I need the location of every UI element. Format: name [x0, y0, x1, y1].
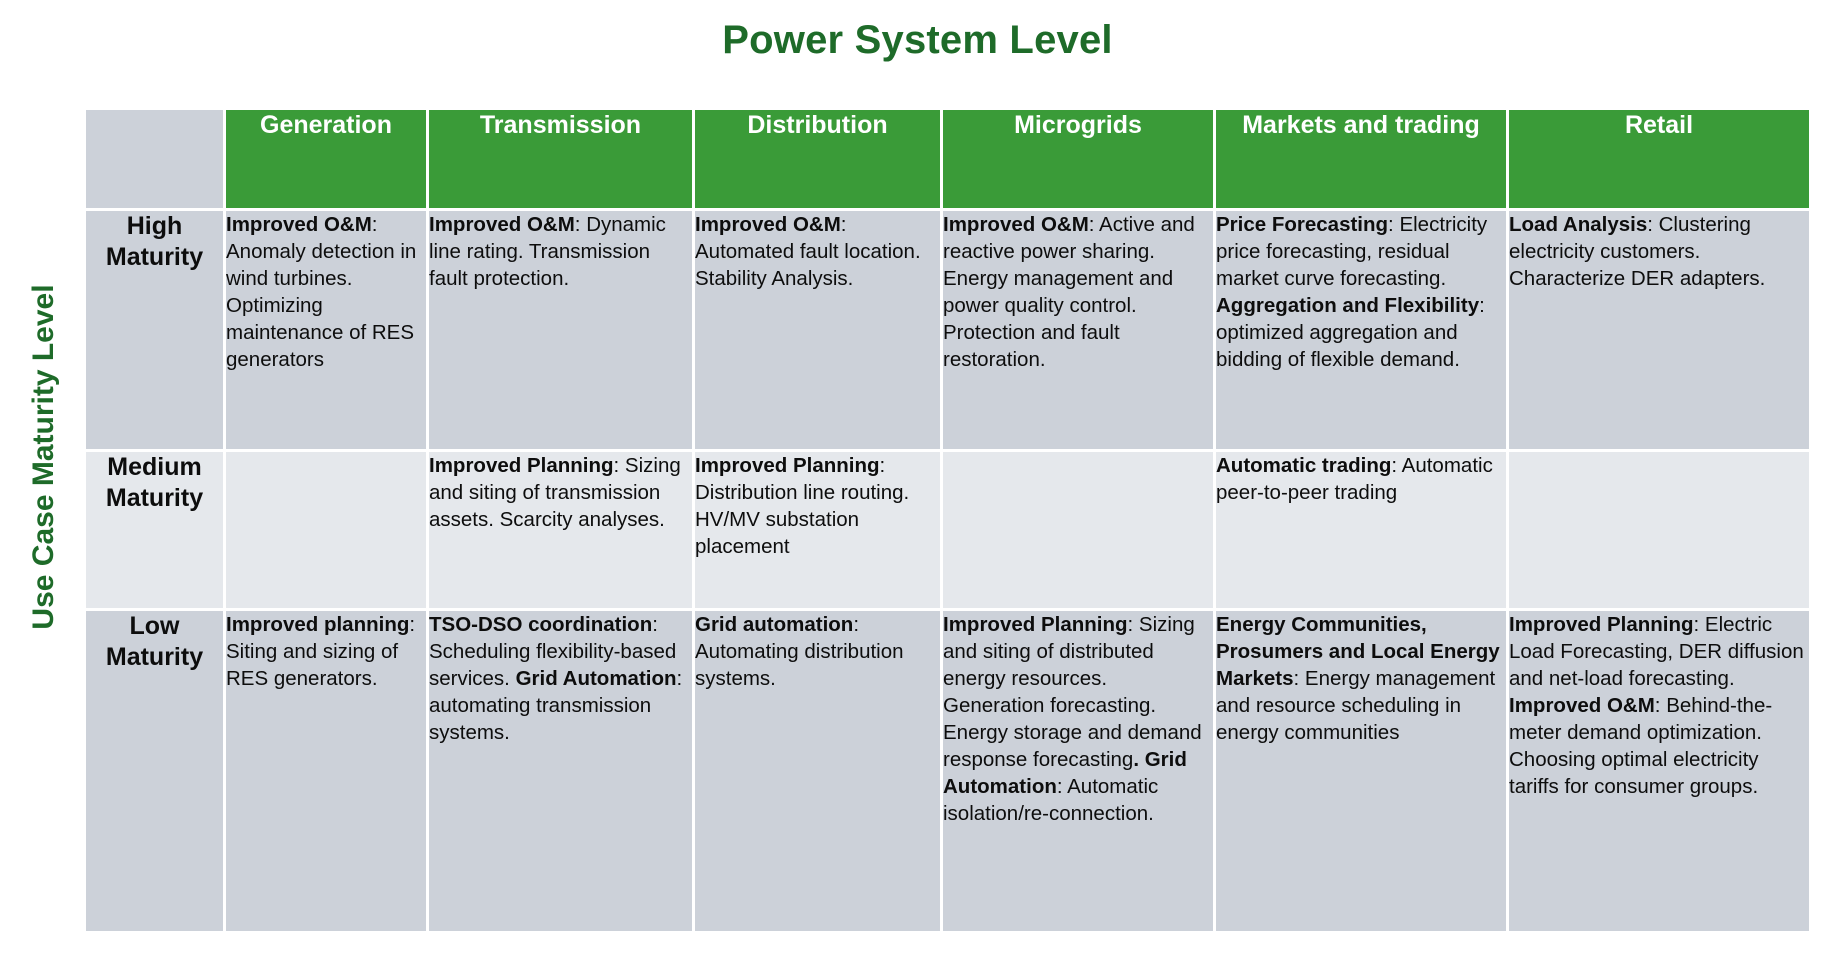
cell-high-maturity-microgrids: Improved O&M: Active and reactive power … — [943, 211, 1213, 449]
cell-term: TSO-DSO coordination — [429, 613, 653, 636]
cell-high-maturity-distribution: Improved O&M: Automated fault location. … — [695, 211, 940, 449]
cell-term: Improved Planning — [943, 613, 1128, 636]
cell-low-maturity-markets-and-trading: Energy Communities, Prosumers and Local … — [1216, 611, 1506, 931]
cell-medium-maturity-generation — [226, 452, 426, 608]
page-title: Power System Level — [722, 18, 1113, 62]
column-header-retail: Retail — [1509, 110, 1809, 208]
row-label-high-maturity: High Maturity — [86, 211, 223, 449]
cell-term: Improved O&M — [1509, 694, 1655, 718]
cell-text: : Automated fault location. Stability An… — [695, 213, 921, 291]
column-header-generation: Generation — [226, 110, 426, 208]
cell-term: Improved O&M — [943, 213, 1089, 236]
cell-text: : Sizing and siting of distributed energ… — [943, 613, 1202, 772]
cell-term: Improved Planning — [695, 454, 880, 477]
cell-term: Grid automation — [695, 613, 854, 636]
table-header: Generation Transmission Distribution Mic… — [86, 110, 1809, 208]
cell-text: : Electricity price forecasting, residua… — [1216, 213, 1488, 291]
corner-cell — [86, 110, 223, 208]
cell-term: Grid Automation — [515, 667, 677, 691]
cell-term: Improved O&M — [226, 213, 372, 236]
row-label-medium-maturity: Medium Maturity — [86, 452, 223, 608]
column-header-markets-and-trading: Markets and trading — [1216, 110, 1506, 208]
cell-text: : Automatic isolation/re-connection. — [943, 775, 1159, 826]
maturity-matrix-table: Generation Transmission Distribution Mic… — [83, 107, 1812, 934]
cell-term: Price Forecasting — [1216, 213, 1389, 236]
cell-text: : Automating distribution systems. — [695, 613, 904, 691]
header-row: Generation Transmission Distribution Mic… — [86, 110, 1809, 208]
y-axis-label: Use Case Maturity Level — [27, 284, 60, 630]
cell-text: : Electric Load Forecasting, DER diffusi… — [1509, 613, 1804, 691]
cell-medium-maturity-microgrids — [943, 452, 1213, 608]
column-header-distribution: Distribution — [695, 110, 940, 208]
cell-term: Energy Communities, Prosumers and Local … — [1216, 613, 1500, 691]
cell-high-maturity-retail: Load Analysis: Clustering electricity cu… — [1509, 211, 1809, 449]
cell-low-maturity-microgrids: Improved Planning: Sizing and siting of … — [943, 611, 1213, 931]
column-header-microgrids: Microgrids — [943, 110, 1213, 208]
cell-term: Automatic trading — [1216, 454, 1392, 477]
cell-medium-maturity-retail — [1509, 452, 1809, 608]
cell-term: Improved Planning — [429, 454, 614, 477]
cell-term: Load Analysis — [1509, 213, 1648, 236]
cell-text: : Behind-the-meter demand optimization. … — [1509, 694, 1773, 799]
cell-high-maturity-transmission: Improved O&M: Dynamic line rating. Trans… — [429, 211, 692, 449]
cell-low-maturity-transmission: TSO-DSO coordination: Scheduling flexibi… — [429, 611, 692, 931]
cell-term: Improved O&M — [695, 213, 841, 236]
cell-text: : Active and reactive power sharing. Ene… — [943, 213, 1195, 372]
cell-text: : Automatic peer-to-peer trading — [1216, 454, 1493, 505]
cell-term: Improved Planning — [1509, 613, 1694, 636]
cell-term: . — [1133, 748, 1145, 772]
cell-medium-maturity-distribution: Improved Planning: Distribution line rou… — [695, 452, 940, 608]
cell-high-maturity-generation: Improved O&M: Anomaly detection in wind … — [226, 211, 426, 449]
cell-text: : automating transmission systems. — [429, 667, 683, 745]
cell-term: Improved planning — [226, 613, 410, 636]
cell-text: : optimized aggregation and bidding of f… — [1216, 294, 1485, 372]
cell-text: : Anomaly detection in wind turbines. Op… — [226, 213, 417, 372]
cell-low-maturity-distribution: Grid automation: Automating distribution… — [695, 611, 940, 931]
cell-text: : Dynamic line rating. Transmission faul… — [429, 213, 666, 291]
cell-high-maturity-markets-and-trading: Price Forecasting: Electricity price for… — [1216, 211, 1506, 449]
cell-low-maturity-generation: Improved planning: Siting and sizing of … — [226, 611, 426, 931]
cell-text: : Sizing and siting of transmission asse… — [429, 454, 681, 532]
cell-term: Grid Automation — [943, 748, 1187, 799]
cell-text: : Siting and sizing of RES generators. — [226, 613, 416, 691]
cell-text: : Energy management and resource schedul… — [1216, 667, 1496, 745]
cell-low-maturity-retail: Improved Planning: Electric Load Forecas… — [1509, 611, 1809, 931]
column-header-transmission: Transmission — [429, 110, 692, 208]
cell-text: : Distribution line routing. HV/MV subst… — [695, 454, 910, 559]
cell-term: Improved O&M — [429, 213, 575, 236]
cell-text: : Scheduling flexibility-based services. — [429, 613, 677, 691]
row-label-low-maturity: Low Maturity — [86, 611, 223, 931]
cell-text: : Clustering electricity customers. Char… — [1509, 213, 1766, 291]
cell-medium-maturity-markets-and-trading: Automatic trading: Automatic peer-to-pee… — [1216, 452, 1506, 608]
cell-term: Aggregation and Flexibility — [1216, 294, 1480, 318]
cell-medium-maturity-transmission: Improved Planning: Sizing and siting of … — [429, 452, 692, 608]
